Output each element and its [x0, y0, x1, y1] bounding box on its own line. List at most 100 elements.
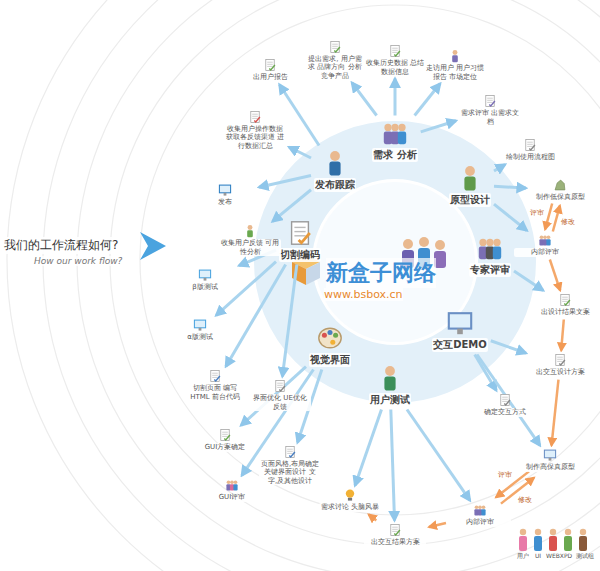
legend-figure — [532, 528, 544, 552]
step-node: GUI方案确定 — [194, 428, 256, 451]
node-text: 提出需求, 用户需求 品牌方向 分析竞争产品 — [304, 55, 366, 79]
step-node: 制作低保真原型 — [529, 178, 591, 201]
legend-item: WEBX — [546, 528, 560, 559]
step-node: 出交互结果方案 — [364, 523, 426, 546]
stage-arrow — [415, 84, 441, 116]
step-node: 绘制使用流程图 — [499, 138, 561, 161]
legend-text: 用户 — [516, 552, 530, 561]
doc-icon — [218, 428, 232, 442]
step-node: β版测试 — [174, 268, 236, 291]
screen-icon — [218, 183, 232, 197]
node-text: 视觉界面 — [309, 353, 351, 367]
screen-icon — [198, 268, 212, 282]
step-node: 出设计结果文案 — [534, 293, 596, 316]
step-node: 需求评审 出需求文档 — [459, 94, 521, 125]
edge-label: 评审 — [529, 208, 545, 218]
screen-icon — [193, 318, 207, 332]
step-node: 收集用户操作数据 获取各反馈渠道 进行数据汇总 — [224, 110, 286, 149]
person-icon — [448, 49, 462, 63]
step-node: 收集用户反馈 可用性分析 — [219, 224, 281, 255]
edge-label: 修改 — [560, 217, 576, 227]
node-text: 内部评审 — [449, 518, 511, 526]
doc-icon — [388, 523, 402, 537]
legend-item: PD — [561, 528, 575, 559]
people-icon — [225, 478, 239, 492]
people-icon — [381, 119, 409, 147]
node-text: 切割页面 编写HTML 前台代码 — [184, 384, 246, 400]
doc-icon — [283, 445, 297, 459]
flow-arrow — [545, 203, 552, 229]
stage-arrow — [421, 121, 456, 132]
doc-icon — [248, 110, 262, 124]
node-text: GUI方案确定 — [194, 443, 256, 451]
node-text: 用户测试 — [369, 393, 411, 407]
stage-arrow — [514, 271, 543, 290]
step-node: 发布 — [194, 183, 256, 206]
legend-text: UI — [531, 552, 545, 559]
people-icon — [476, 234, 504, 262]
watermark-url: www.bsbox.cn — [324, 288, 403, 301]
node-text: 原型设计 — [449, 193, 491, 207]
rock-icon — [553, 178, 567, 192]
node-text: α版测试 — [169, 333, 231, 341]
stage-node: 原型设计 — [449, 164, 491, 207]
node-text: β版测试 — [174, 283, 236, 291]
screen-icon — [543, 448, 557, 462]
node-text: GUI评审 — [201, 493, 263, 501]
step-node: α版测试 — [169, 318, 231, 341]
step-node: 提出需求, 用户需求 品牌方向 分析竞争产品 — [304, 40, 366, 79]
step-node: 页面风格,布局确定 关键界面设计 文字,及其他设计 — [259, 445, 321, 484]
stage-arrow — [391, 410, 395, 521]
node-text: 出设计结果文案 — [534, 308, 596, 316]
node-text: 出交互结果方案 — [364, 538, 426, 546]
flow-arrow — [429, 523, 446, 527]
step-node: 切割页面 编写HTML 前台代码 — [184, 369, 246, 400]
stage-arrow — [494, 204, 527, 230]
step-node: 走访用户 用户习惯报告 市场定位 — [424, 49, 486, 80]
subtitle: How our work flow? — [34, 256, 122, 266]
step-node: 出用户报告 — [239, 58, 301, 81]
node-text: 收集用户反馈 可用性分析 — [219, 239, 281, 255]
node-text: 收集历史数据 总结数据信息 — [364, 59, 426, 75]
screen-icon — [446, 309, 474, 337]
stage-node: 视觉界面 — [309, 324, 351, 367]
legend-text: PD — [561, 552, 575, 559]
step-node: 需求讨论 头脑风暴 — [319, 488, 381, 511]
node-text: 收集用户操作数据 获取各反馈渠道 进行数据汇总 — [224, 125, 286, 149]
flow-arrow — [552, 380, 559, 446]
doc-icon — [273, 379, 287, 393]
edge-label: 修改 — [517, 495, 533, 505]
node-text: 制作高保真原型 — [519, 463, 581, 471]
stage-arrow — [273, 190, 311, 222]
node-text: 交互DEMO — [432, 338, 488, 352]
legend-item: 测试组 — [576, 528, 590, 561]
flow-arrow — [369, 515, 377, 521]
stage-arrow — [407, 410, 470, 501]
stage-node: 切割编码 — [279, 219, 321, 262]
stage-arrow — [494, 165, 505, 171]
doc-icon — [483, 94, 497, 108]
stage-arrow — [475, 355, 497, 391]
node-text: 确定交互方式 — [474, 408, 536, 416]
step-node: 收集历史数据 总结数据信息 — [364, 44, 426, 75]
doc-icon — [558, 293, 572, 307]
doc-icon — [328, 40, 342, 54]
person-icon — [243, 224, 257, 238]
node-text: 内部评审 — [514, 248, 576, 256]
stage-node: 发布跟踪 — [314, 149, 356, 192]
node-text: 绘制使用流程图 — [499, 153, 561, 161]
flow-arrow — [553, 206, 560, 232]
doc-icon — [553, 353, 567, 367]
legend-figure — [577, 528, 589, 552]
node-text: 界面优化 UE优化反馈 — [249, 394, 311, 410]
legend-figure — [547, 528, 559, 552]
node-text: 走访用户 用户习惯报告 市场定位 — [424, 64, 486, 80]
palette-icon — [316, 324, 344, 352]
node-text: 发布跟踪 — [314, 178, 356, 192]
node-text: 切割编码 — [279, 248, 321, 262]
step-node: GUI评审 — [201, 478, 263, 501]
legend-text: WEBX — [546, 552, 560, 559]
node-text: 专家评审 — [469, 263, 511, 277]
legend-item: UI — [531, 528, 545, 559]
legend-item: 用户 — [516, 528, 530, 561]
